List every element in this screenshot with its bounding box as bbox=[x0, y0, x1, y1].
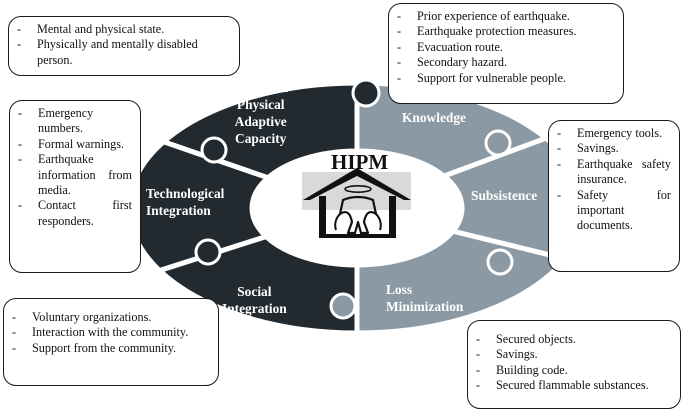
segment-label-subsistence: Subsistence bbox=[471, 187, 537, 204]
list-item: Secondary hazard. bbox=[395, 55, 615, 71]
segment-label-line: Mental & bbox=[233, 80, 289, 95]
list-item: Emergency tools. bbox=[555, 126, 671, 142]
segment-label-line: Integration bbox=[146, 203, 211, 218]
segment-label-line: Integration bbox=[222, 301, 287, 316]
segment-label-tech: Technological Integration bbox=[146, 185, 224, 219]
segment-label-line: Technological bbox=[146, 186, 225, 201]
puzzle-knob-2 bbox=[486, 248, 514, 276]
figure-arms-icon bbox=[334, 213, 382, 231]
halo-icon bbox=[344, 185, 372, 194]
house-with-figure-icon bbox=[302, 168, 411, 238]
segment-label-line: Loss bbox=[386, 282, 413, 297]
list-item: Secured flammable substances. bbox=[474, 378, 672, 394]
roof-icon bbox=[303, 168, 411, 200]
segment-label-social: Social Integration bbox=[222, 283, 287, 317]
box-loss: Secured objects. Savings. Building code.… bbox=[467, 320, 681, 409]
segment-label-line: Adaptive bbox=[234, 114, 287, 129]
list-item: Voluntary organizations. bbox=[10, 310, 210, 326]
segment-label-mental: Mental & Physical Adaptive Capacity bbox=[233, 79, 288, 147]
house-floor bbox=[319, 234, 396, 238]
segment-label-line: Physical bbox=[236, 97, 285, 112]
segment-label-line: Social bbox=[237, 284, 272, 299]
segment-label-loss: Loss Minimization bbox=[386, 281, 463, 315]
list-item: Formal warnings. bbox=[16, 137, 132, 153]
segment-label-line: Capacity bbox=[235, 131, 287, 146]
segment-label-line: Minimization bbox=[386, 299, 464, 314]
hub-title: HIPM bbox=[331, 150, 389, 174]
puzzle-knob-1 bbox=[484, 129, 512, 157]
list-item: Mental and physical state. bbox=[15, 22, 231, 38]
list-item: Physically and mentally disabled person. bbox=[15, 37, 231, 68]
segment-label-line: Knowledge bbox=[402, 110, 466, 125]
house-left-wall bbox=[319, 196, 326, 238]
list-item: Earthquake protection measures. bbox=[395, 24, 615, 40]
list-item: Building code. bbox=[474, 363, 672, 379]
list-item: Earthquake information from media. bbox=[16, 152, 132, 198]
list-item: Interaction with the community. bbox=[10, 325, 210, 341]
puzzle-knob-0 bbox=[351, 78, 381, 108]
puzzle-knob-5 bbox=[200, 136, 228, 164]
list-item: Contact first responders. bbox=[16, 198, 132, 229]
box-mental: Mental and physical state. Physically an… bbox=[8, 16, 240, 76]
puzzle-knob-3 bbox=[329, 292, 357, 320]
list-item: Safety for important documents. bbox=[555, 188, 671, 234]
list-item: Support from the community. bbox=[10, 341, 210, 357]
list-item: Secured objects. bbox=[474, 332, 672, 348]
list-item: Savings. bbox=[555, 141, 671, 157]
house-right-wall bbox=[389, 196, 396, 238]
box-knowledge: Prior experience of earthquake. Earthqua… bbox=[388, 3, 624, 104]
puzzle-segment-loss bbox=[354, 228, 570, 336]
list-item: Support for vulnerable people. bbox=[395, 71, 615, 87]
list-item: Evacuation route. bbox=[395, 40, 615, 56]
person-figure-icon bbox=[338, 195, 378, 235]
box-subsistence: Emergency tools. Savings. Earthquake saf… bbox=[548, 120, 680, 272]
box-tech: Emergency numbers. Formal warnings. Eart… bbox=[9, 100, 141, 273]
list-item: Emergency numbers. bbox=[16, 106, 132, 137]
segment-label-knowledge: Knowledge bbox=[402, 109, 466, 126]
list-item: Prior experience of earthquake. bbox=[395, 9, 615, 25]
list-item: Savings. bbox=[474, 347, 672, 363]
box-social: Voluntary organizations. Interaction wit… bbox=[3, 298, 219, 386]
puzzle-knob-4 bbox=[194, 238, 222, 266]
segment-label-line: Subsistence bbox=[471, 188, 538, 203]
list-item: Earthquake safety insurance. bbox=[555, 157, 671, 188]
